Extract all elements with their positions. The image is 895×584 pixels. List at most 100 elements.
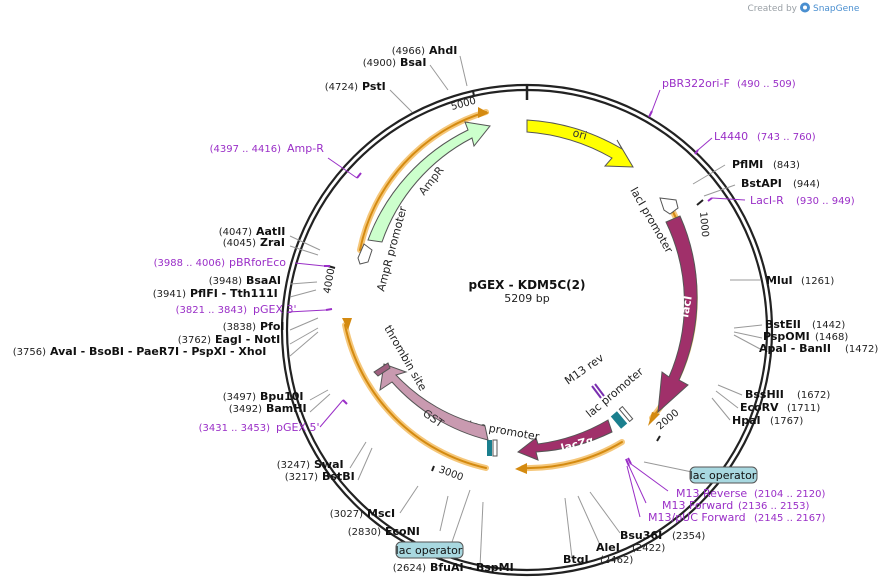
site-pflfi[interactable]: PflFI - Tth111I (190, 287, 278, 300)
site-bsaai-pos: (3948) (209, 276, 242, 287)
credit-text: Created by (747, 4, 797, 14)
tick-4000: 4000 (322, 268, 337, 295)
lac-promoter-feature[interactable] (610, 405, 634, 429)
site-bstapi[interactable]: BstAPI (741, 177, 782, 190)
primer-m13rev-pos: (2104 .. 2120) (754, 489, 826, 500)
primer-leaders (287, 89, 746, 518)
ori-feature[interactable] (526, 119, 634, 168)
laci-promoter-feature[interactable] (659, 197, 679, 215)
site-bsu36i-pos: (2354) (672, 531, 705, 542)
site-ahdi-pos: (4966) (392, 46, 425, 57)
site-alei-pos: (2422) (632, 543, 665, 554)
site-bsteii[interactable]: BstEII (765, 318, 801, 331)
primer-pgex3-pos: (3821 .. 3843) (176, 305, 248, 316)
primer-marks (324, 110, 713, 467)
primer-pgex3[interactable]: pGEX 3' (253, 303, 297, 316)
site-psti[interactable]: PstI (362, 80, 386, 93)
site-pflfi-pos: (3941) (153, 289, 186, 300)
site-btgi[interactable]: BtgI (563, 553, 589, 566)
m13-rev-label: M13 rev (562, 351, 606, 387)
site-eagi-pos: (3762) (178, 335, 211, 346)
primer-l4440-pos: (743 .. 760) (757, 132, 816, 143)
lacz-feature[interactable] (517, 419, 613, 461)
site-mlui[interactable]: MluI (766, 274, 793, 287)
laci-feature[interactable] (657, 215, 698, 414)
primer-laci-r-pos: (930 .. 949) (796, 196, 855, 207)
site-aatii[interactable]: AatII (256, 225, 285, 238)
tick-1000: 1000 (697, 211, 710, 237)
primer-m13fwd[interactable]: M13 Forward (662, 499, 733, 512)
lac-operator-bottom-label: lac operator (396, 544, 463, 557)
primer-laci-r[interactable]: LacI-R (750, 194, 784, 207)
site-bstapi-pos: (944) (793, 179, 820, 190)
site-leaders (289, 55, 763, 568)
site-apai[interactable]: ApaI - BanII (759, 342, 831, 355)
primer-l4440[interactable]: L4440 (714, 130, 748, 143)
primer-ampr[interactable]: Amp-R (287, 142, 324, 155)
primer-pbrforeco[interactable]: pBRforEco (229, 256, 286, 269)
site-econi-pos: (2830) (348, 527, 381, 538)
ampr-feature[interactable] (367, 121, 491, 243)
site-bsaai[interactable]: BsaAI (246, 274, 281, 287)
site-econi[interactable]: EcoNI (385, 525, 420, 538)
site-avai[interactable]: AvaI - BsoBI - PaeR7I - PspXI - XhoI (50, 345, 266, 358)
plasmid-name: pGEX - KDM5C(2) (469, 278, 586, 292)
primer-ampr-pos: (4397 .. 4416) (210, 144, 282, 155)
tick-5000: 5000 (450, 96, 477, 113)
site-bsu36i[interactable]: Bsu36I (620, 529, 662, 542)
lac-operator-bottom-box[interactable] (395, 541, 464, 559)
site-msci[interactable]: MscI (367, 507, 395, 520)
site-btgi-pos: (2462) (600, 555, 633, 566)
site-swai[interactable]: SwaI (314, 458, 344, 471)
primer-m13rev[interactable]: M13 Reverse (676, 487, 747, 500)
ampr-promoter-feature[interactable] (357, 243, 373, 265)
site-ecorv[interactable]: EcoRV (740, 401, 779, 414)
laci-promoter-label: lacI promoter (627, 185, 675, 256)
primer-pbr322ori[interactable]: pBR322ori-F (662, 77, 730, 90)
site-bsshii[interactable]: BssHII (745, 388, 784, 401)
site-bsai-pos: (4900) (363, 58, 396, 69)
site-alei[interactable]: AleI (596, 541, 620, 554)
site-eagi[interactable]: EagI - NotI (215, 333, 280, 346)
site-bpu10i[interactable]: Bpu10I (260, 390, 304, 403)
primer-m13puc[interactable]: M13/pUC Forward (648, 511, 746, 524)
orf-arrowheads (342, 107, 660, 474)
site-msci-pos: (3027) (330, 509, 363, 520)
lac-promoter-label: lac promoter (584, 365, 647, 421)
site-zrai[interactable]: ZraI (260, 236, 285, 249)
site-pfoi[interactable]: PfoI (260, 320, 285, 333)
credit-brand: SnapGene (813, 4, 860, 14)
lacz-label: lacZα (559, 434, 595, 455)
primer-pgex5[interactable]: pGEX 5' (276, 421, 320, 434)
site-bstbi[interactable]: BstBI (322, 470, 355, 483)
tac-promoter-feature[interactable] (487, 439, 498, 457)
snapgene-logo-icon (800, 2, 810, 13)
site-psti-pos: (4724) (325, 82, 358, 93)
site-ecorv-pos: (1711) (787, 403, 820, 414)
gst-feature[interactable] (379, 363, 489, 441)
site-bamhi[interactable]: BamHI (266, 402, 307, 415)
lac-operator-right-box[interactable] (689, 466, 758, 484)
thrombin-site-feature[interactable] (373, 362, 391, 377)
site-bsteii-pos: (1442) (812, 320, 845, 331)
site-aatii-pos: (4047) (219, 227, 252, 238)
laci-label: lacI (678, 295, 695, 319)
site-pfoi-pos: (3838) (223, 322, 256, 333)
site-hpai-pos: (1767) (770, 416, 803, 427)
tick-3000: 3000 (437, 464, 465, 483)
site-pspomi[interactable]: PspOMI (763, 330, 810, 343)
site-avai-pos: (3756) (13, 347, 46, 358)
site-swai-pos: (3247) (277, 460, 310, 471)
site-ahdi[interactable]: AhdI (429, 44, 457, 57)
primer-m13puc-pos: (2145 .. 2167) (754, 513, 826, 524)
m13-rev-feature[interactable] (591, 383, 605, 399)
site-bsai[interactable]: BsaI (400, 56, 426, 69)
site-bpu10i-pos: (3497) (223, 392, 256, 403)
site-hpai[interactable]: HpaI (732, 414, 761, 427)
site-pspomi-pos: (1468) (815, 332, 848, 343)
site-mlui-pos: (1261) (801, 276, 834, 287)
site-bfuai[interactable]: BfuAI - BspMI (430, 561, 514, 574)
site-pflmi[interactable]: PflMI (732, 158, 763, 171)
